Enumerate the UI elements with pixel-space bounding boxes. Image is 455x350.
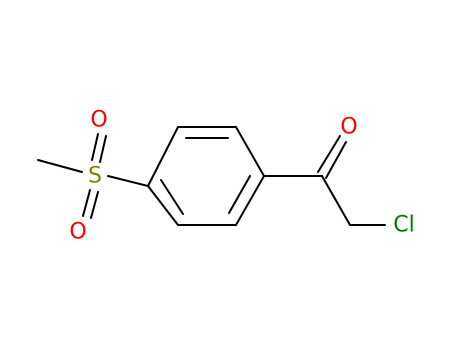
carbonyl-oxygen-label: O bbox=[340, 115, 357, 140]
bond-sulfur-oxygen-bottom-b bbox=[90, 191, 99, 219]
sulfur-label: S bbox=[88, 164, 102, 189]
ring-bond-3 bbox=[235, 126, 265, 177]
sulfonyl-oxygen-top-label: O bbox=[90, 108, 107, 133]
bond-carbonyl-oxygen-b bbox=[325, 141, 347, 179]
sulfonyl-oxygen-bottom-label: O bbox=[69, 220, 86, 245]
ring-bond-6 bbox=[147, 185, 179, 226]
bond-sulfur-oxygen-top-b bbox=[99, 135, 107, 163]
bond-carbonyl-oxygen-a bbox=[317, 135, 341, 173]
ring-inner-bond-left bbox=[160, 179, 184, 215]
chlorine-label: Cl bbox=[393, 213, 414, 238]
bond-sulfur-ring bbox=[107, 175, 149, 187]
ring-inner-bond-right bbox=[228, 175, 251, 214]
bond-methyl-sulfur bbox=[37, 159, 83, 173]
bond-sulfur-oxygen-top-a bbox=[91, 133, 99, 161]
ring-bond-4 bbox=[235, 175, 265, 226]
ring-bond-1 bbox=[147, 126, 179, 187]
bond-carbonyl-methylene bbox=[321, 175, 351, 226]
bond-sulfur-oxygen-bottom-a bbox=[82, 189, 91, 217]
